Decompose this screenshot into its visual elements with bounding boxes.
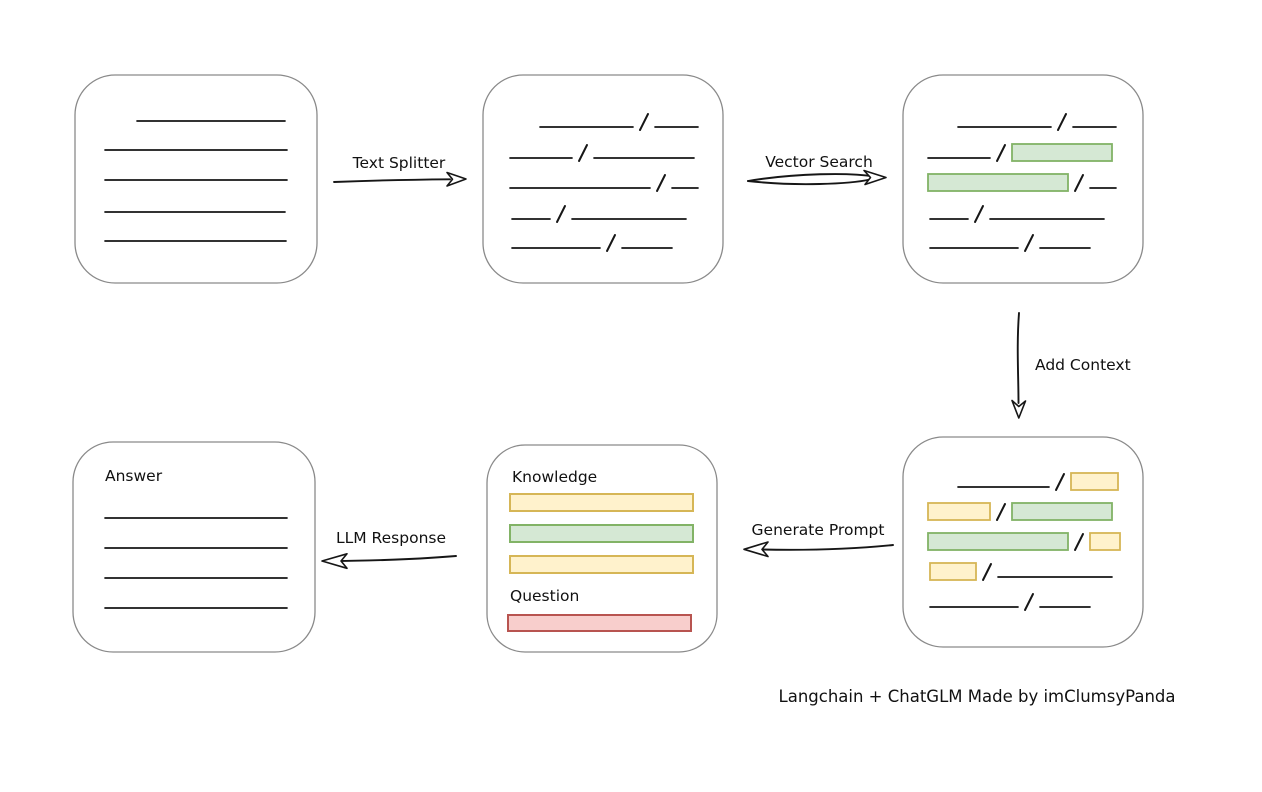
llm-response-arrow-line bbox=[332, 555, 457, 562]
split-chunks-rows bbox=[509, 113, 699, 252]
vector-search-arrow-line-bottom bbox=[747, 178, 871, 186]
generate-prompt-arrowhead-icon bbox=[743, 541, 769, 558]
text-splitter-arrow-line bbox=[333, 178, 451, 183]
split-chunks-box bbox=[482, 74, 724, 284]
knowledge-label: Knowledge bbox=[512, 468, 597, 486]
generate-prompt-arrow-line bbox=[753, 544, 894, 551]
llm-response-label: LLM Response bbox=[336, 529, 446, 547]
caption: Langchain + ChatGLM Made by imClumsyPand… bbox=[779, 687, 1176, 706]
vector-search-label: Vector Search bbox=[765, 153, 873, 171]
document-text-lines bbox=[104, 120, 288, 242]
llm-response-arrow bbox=[321, 553, 457, 570]
knowledge-bars bbox=[509, 493, 694, 574]
context-chunks-rows bbox=[927, 472, 1121, 611]
answer-label: Answer bbox=[105, 467, 163, 485]
question-label: Question bbox=[510, 587, 579, 605]
add-context-label: Add Context bbox=[1035, 356, 1131, 374]
answer-text-lines bbox=[104, 517, 288, 609]
text-splitter-arrow bbox=[333, 171, 467, 187]
vector-search-arrow-line-top bbox=[747, 173, 875, 182]
generate-prompt-label: Generate Prompt bbox=[752, 521, 885, 539]
add-context-arrow-line bbox=[1016, 312, 1020, 404]
add-context-arrowhead-icon bbox=[1011, 399, 1027, 419]
document-box bbox=[74, 74, 318, 284]
search-chunks-rows bbox=[927, 113, 1117, 252]
generate-prompt-arrow bbox=[743, 541, 894, 558]
text-splitter-arrowhead-icon bbox=[446, 171, 467, 187]
add-context-arrow bbox=[1011, 312, 1027, 419]
vector-search-arrow bbox=[747, 169, 887, 186]
llm-response-arrowhead-icon bbox=[321, 553, 348, 570]
text-splitter-label: Text Splitter bbox=[352, 154, 446, 172]
question-bar bbox=[507, 614, 692, 632]
answer-box bbox=[72, 441, 316, 653]
vector-search-arrowhead-icon bbox=[863, 169, 887, 186]
